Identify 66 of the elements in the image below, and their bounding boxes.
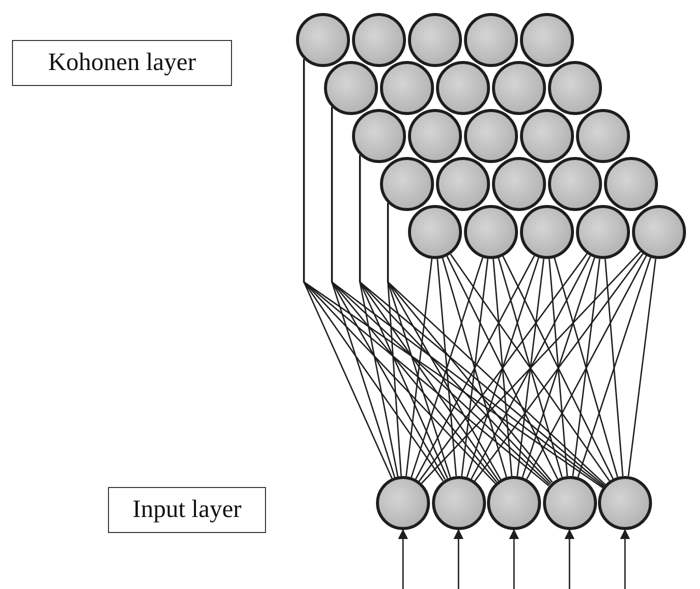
neuron-circle: [408, 205, 462, 259]
neuron-circle: [576, 109, 630, 163]
connection-line: [303, 59, 604, 488]
connection-line: [387, 203, 606, 486]
neuron-circle: [492, 157, 546, 211]
layer-label: Kohonen layer: [12, 40, 232, 86]
layer-label: Input layer: [108, 487, 266, 533]
arrow: [509, 529, 519, 589]
neuron-circle: [464, 13, 518, 67]
connection-line: [470, 256, 591, 480]
connection-line: [421, 251, 641, 484]
connection-line: [359, 155, 605, 486]
neuron-circle: [604, 157, 658, 211]
neuron-circle: [632, 205, 686, 259]
neuron-circle: [520, 13, 574, 67]
connection-line: [604, 258, 624, 476]
neuron-circle: [380, 157, 434, 211]
neuron-circle: [436, 61, 490, 115]
connection-line: [498, 258, 563, 478]
arrow: [454, 529, 464, 589]
neuron-circle: [324, 61, 378, 115]
connection-line: [466, 257, 540, 478]
connection-line: [577, 257, 652, 478]
connection-line: [450, 254, 610, 482]
neuron-circle: [548, 61, 602, 115]
connection-line: [461, 258, 488, 476]
arrow: [620, 529, 630, 589]
neuron-circle: [432, 476, 486, 530]
connection-line: [502, 256, 614, 480]
connection-line: [442, 258, 508, 478]
neuron-circle: [380, 61, 434, 115]
connection-line: [331, 107, 604, 488]
neuron-circle: [598, 476, 652, 530]
connection-line: [418, 253, 588, 482]
neuron-circle: [352, 109, 406, 163]
neuron-circle: [520, 109, 574, 163]
connection-line: [522, 257, 596, 478]
neuron-circle: [464, 205, 518, 259]
neuron-circle: [520, 205, 574, 259]
neuron-circle: [352, 13, 406, 67]
connection-line: [474, 253, 644, 482]
neuron-circle: [296, 13, 350, 67]
connection-line: [572, 258, 600, 476]
neuron-circle: [464, 109, 518, 163]
connection-line: [415, 256, 535, 480]
connection-line: [492, 258, 512, 476]
connection-line: [628, 258, 656, 476]
connection-line: [554, 258, 618, 478]
neuron-circle: [576, 205, 630, 259]
connection-line: [405, 258, 433, 476]
arrow: [564, 529, 574, 589]
neuron-circle: [542, 476, 596, 530]
neuron-circle: [548, 157, 602, 211]
connection-line: [446, 256, 558, 480]
connection-line: [516, 258, 544, 476]
neuron-circle: [436, 157, 490, 211]
neuron-circle: [408, 13, 462, 67]
neuron-circle: [487, 476, 541, 530]
connection-line: [410, 257, 484, 478]
connection-line: [526, 255, 647, 480]
connection-line: [436, 258, 457, 476]
neuron-circle: [376, 476, 430, 530]
arrow: [398, 529, 408, 589]
neuron-circle: [408, 109, 462, 163]
connection-line: [548, 258, 568, 476]
neuron-circle: [492, 61, 546, 115]
